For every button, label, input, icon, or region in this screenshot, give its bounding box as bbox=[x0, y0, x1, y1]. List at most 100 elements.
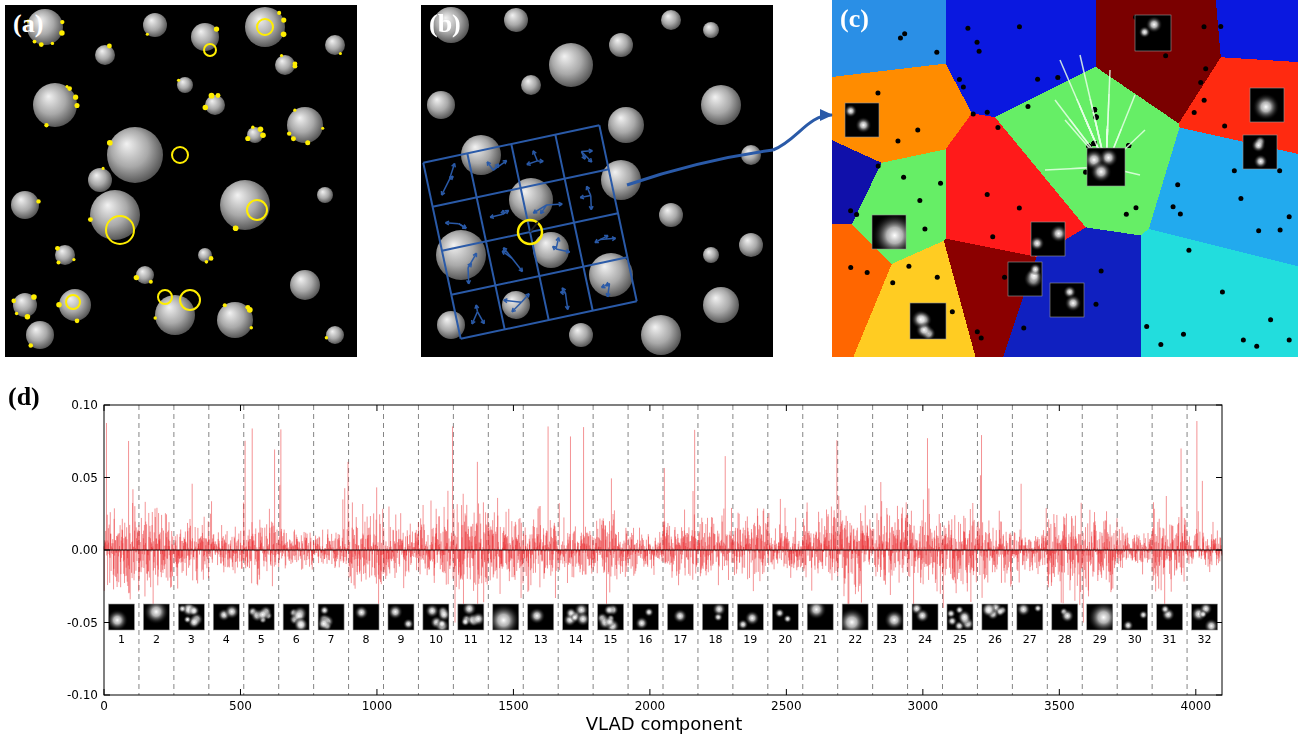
particle bbox=[609, 33, 633, 57]
drawing-part bbox=[183, 615, 191, 623]
drawing-part bbox=[807, 604, 826, 620]
cluster-number: 28 bbox=[1058, 634, 1072, 645]
drawing-part bbox=[289, 606, 309, 630]
descriptor-dot bbox=[1232, 168, 1237, 173]
drawing-part bbox=[1135, 15, 1171, 51]
drawing-part bbox=[388, 604, 403, 619]
drawing-part bbox=[598, 604, 620, 630]
patch-thumbnail bbox=[702, 602, 728, 630]
keypoint-dot bbox=[251, 126, 254, 129]
descriptor-dot bbox=[971, 112, 976, 117]
drawing-part bbox=[354, 605, 368, 619]
particle bbox=[427, 91, 455, 119]
descriptor-dot bbox=[990, 234, 995, 239]
drawing-part bbox=[957, 610, 971, 624]
drawing-part bbox=[1029, 263, 1041, 275]
drawing-part bbox=[437, 619, 447, 629]
axis-tick-label: -0.05 bbox=[67, 617, 98, 629]
keypoint-dot bbox=[44, 123, 48, 127]
patch-thumbnail bbox=[487, 604, 520, 637]
keypoint-dot bbox=[51, 42, 54, 45]
drawing-part bbox=[1139, 16, 1163, 38]
descriptor-dot bbox=[1277, 168, 1282, 173]
drawing-part bbox=[493, 604, 519, 630]
drawing-part bbox=[580, 195, 584, 199]
descriptor-dot bbox=[915, 128, 920, 133]
tick-mark bbox=[1216, 695, 1222, 696]
drawing-part bbox=[912, 604, 929, 623]
cluster-number: 19 bbox=[743, 634, 757, 645]
tick-mark bbox=[649, 405, 650, 411]
patch-thumbnail bbox=[563, 602, 591, 630]
drawing-part bbox=[1157, 604, 1183, 630]
flow-arrow bbox=[773, 115, 832, 150]
figure-panel: (c) bbox=[832, 0, 1298, 357]
keypoint-circle bbox=[106, 216, 134, 244]
drawing-part bbox=[493, 604, 519, 630]
axis-tick-label: 2000 bbox=[635, 700, 666, 712]
patch-thumbnail bbox=[213, 604, 239, 630]
tick-mark bbox=[786, 689, 787, 695]
drawing-part bbox=[556, 246, 570, 254]
drawing-part bbox=[595, 240, 601, 243]
descriptor-dot bbox=[1181, 332, 1186, 337]
drawing-part bbox=[1031, 225, 1065, 251]
drawing-part bbox=[588, 158, 592, 163]
descriptor-dot bbox=[1158, 342, 1163, 347]
drawing-part bbox=[446, 163, 457, 179]
drawing-part bbox=[388, 604, 414, 629]
cluster-number: 20 bbox=[778, 634, 792, 645]
drawing-part bbox=[635, 616, 648, 629]
particle bbox=[703, 22, 719, 38]
particle bbox=[11, 191, 39, 219]
drawing-part bbox=[562, 287, 566, 292]
keypoint-dot bbox=[59, 30, 64, 35]
patch-thumbnail bbox=[1135, 15, 1171, 51]
particle bbox=[504, 8, 528, 32]
drawing-part bbox=[487, 161, 491, 166]
patch-thumbnail bbox=[633, 604, 659, 630]
particle bbox=[217, 302, 253, 338]
cluster-number: 9 bbox=[397, 634, 404, 645]
descriptor-dot bbox=[876, 164, 881, 169]
descriptor-dot bbox=[1222, 124, 1227, 129]
particle bbox=[220, 180, 270, 230]
keypoint-dot bbox=[11, 299, 16, 304]
drawing-part bbox=[1024, 263, 1042, 289]
descriptor-dot bbox=[1287, 338, 1292, 343]
keypoint-dot bbox=[153, 316, 156, 319]
patch-thumbnail bbox=[388, 604, 414, 630]
descriptor-dot bbox=[977, 49, 982, 54]
descriptor-dot bbox=[1178, 211, 1183, 216]
drawing-part bbox=[667, 604, 693, 630]
patch-thumbnail bbox=[772, 604, 798, 630]
keypoint-dot bbox=[177, 79, 180, 82]
patch-thumbnail bbox=[283, 604, 309, 633]
descriptor-dot bbox=[890, 280, 895, 285]
drawing-part bbox=[248, 604, 274, 630]
cluster-number: 12 bbox=[499, 634, 513, 645]
keypoint-dot bbox=[233, 225, 239, 231]
descriptor-dot bbox=[854, 212, 859, 217]
tick-mark bbox=[786, 405, 787, 411]
particle bbox=[136, 266, 154, 284]
tick-mark bbox=[104, 550, 110, 551]
drawing-part bbox=[673, 609, 687, 623]
tick-mark bbox=[240, 405, 241, 411]
cluster-number: 6 bbox=[293, 634, 300, 645]
cluster-number: 10 bbox=[429, 634, 443, 645]
drawing-part bbox=[188, 605, 200, 617]
descriptor-dot bbox=[1144, 324, 1149, 329]
drawing-part bbox=[511, 307, 516, 311]
keypoint-dot bbox=[209, 256, 214, 261]
drawing-part bbox=[982, 604, 1007, 620]
keypoint-dot bbox=[149, 280, 153, 284]
descriptor-dot bbox=[1017, 24, 1022, 29]
cluster-number: 18 bbox=[708, 634, 722, 645]
drawing-part bbox=[594, 239, 599, 243]
patch-thumbnail bbox=[596, 604, 623, 634]
drawing-part bbox=[1050, 225, 1065, 243]
drawing-part bbox=[319, 605, 329, 615]
drawing-part bbox=[532, 150, 536, 154]
